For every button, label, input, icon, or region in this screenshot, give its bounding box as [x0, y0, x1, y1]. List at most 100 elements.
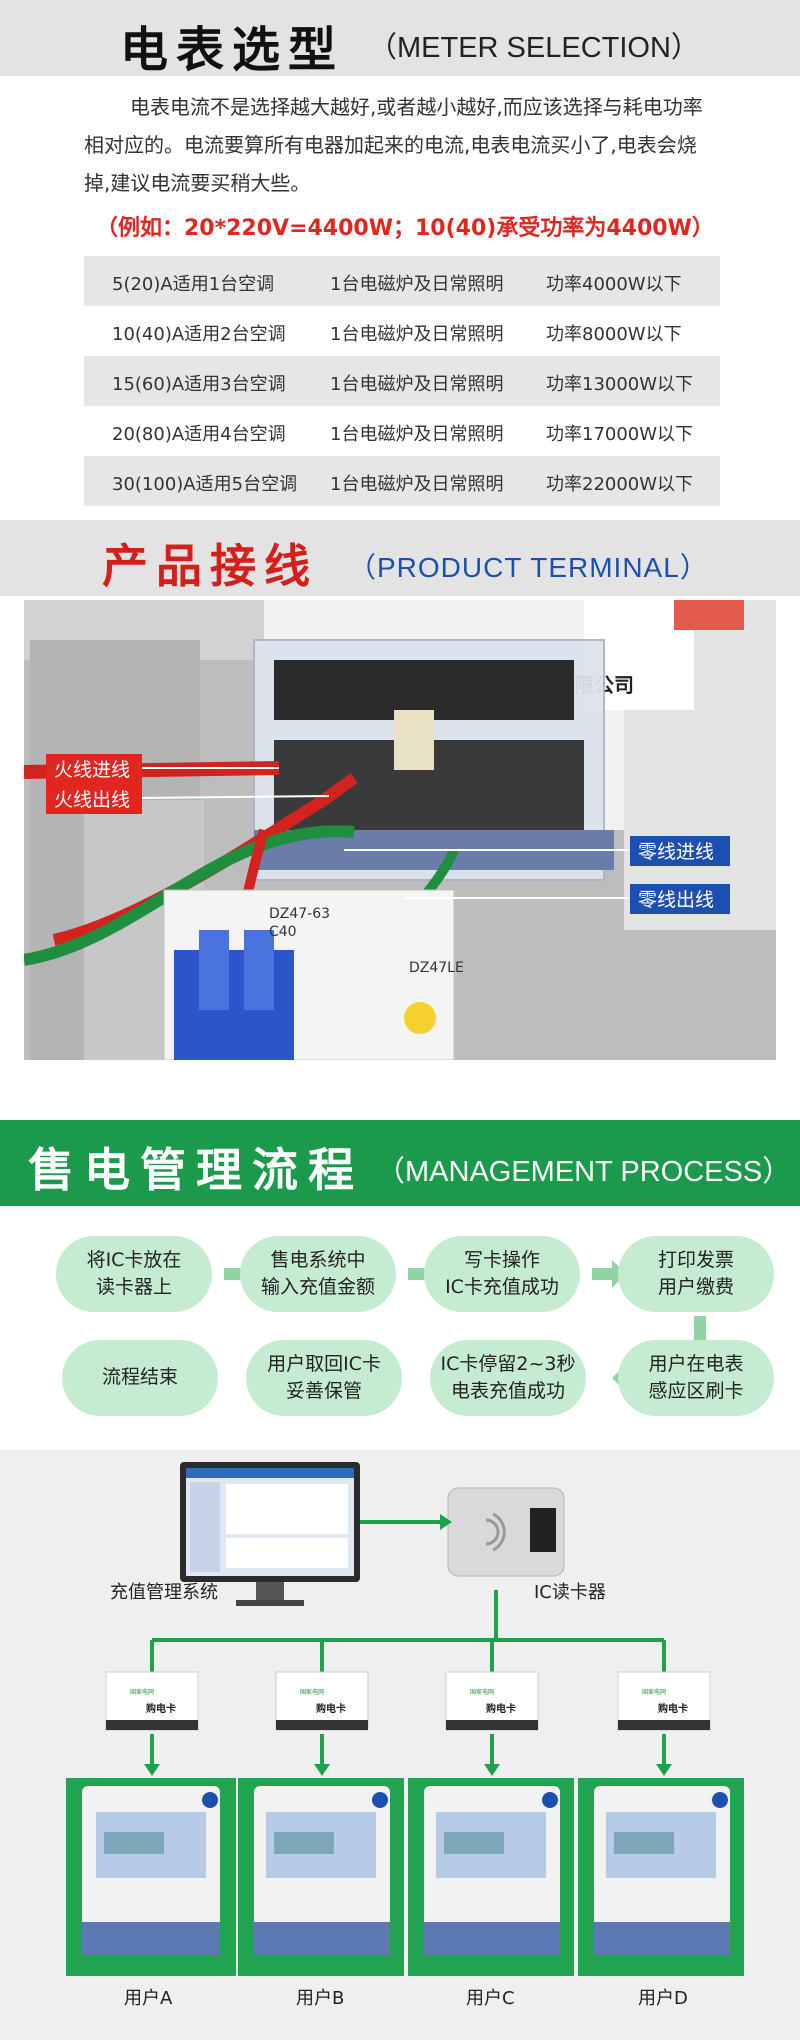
meter-indicator [202, 1792, 218, 1808]
live-in-label: 火线进线 [54, 759, 130, 781]
flow-step-line2: 用户缴费 [657, 1276, 734, 1298]
meter-terminals [424, 1922, 560, 1956]
wiring-photo: 技发展有限公司 DZ47-63 C40 DZ47LE 火线进线 火线出线 零线进… [24, 600, 776, 1060]
management-process-header: 售电管理流程 （MANAGEMENT PROCESS） [0, 1120, 800, 1206]
flow-step-3: 写卡操作 IC卡充值成功 [424, 1236, 580, 1312]
arrow-down-icon [484, 1764, 500, 1776]
breaker-switch-1 [199, 930, 229, 1010]
flow-step-line2: 电表充值成功 [450, 1380, 565, 1402]
table-row: 5(20)A适用1台空调 1台电磁炉及日常照明 功率4000W以下 [84, 256, 720, 306]
spec-current: 5(20)A适用1台空调 [112, 274, 275, 295]
terminal-seal [394, 710, 434, 770]
monitor-stand [256, 1582, 284, 1600]
user-a-label: 用户A [124, 1988, 173, 2009]
product-terminal-header: 产品接线 （PRODUCT TERMINAL） [0, 520, 800, 596]
flow-step-6: IC卡停留2~3秒 电表充值成功 [430, 1340, 586, 1416]
management-process-title-en: （MANAGEMENT PROCESS） [376, 1156, 792, 1188]
card-title: 购电卡 [486, 1702, 516, 1715]
table-row: 15(60)A适用3台空调 1台电磁炉及日常照明 功率13000W以下 [84, 356, 720, 406]
breaker-test-button [404, 1002, 436, 1034]
arrow-right-icon [592, 1260, 626, 1288]
monitor-base [236, 1600, 304, 1606]
spec-appliance: 1台电磁炉及日常照明 [330, 374, 504, 395]
breaker-switch-2 [244, 930, 274, 1010]
card-stripe [446, 1720, 538, 1730]
reader-label: IC读卡器 [534, 1582, 606, 1603]
flow-step-line1: 售电系统中 [270, 1249, 366, 1271]
breaker-handle [174, 950, 294, 1060]
meter-lcd [444, 1832, 504, 1854]
card-stripe [618, 1720, 710, 1730]
user-c-label: 用户C [466, 1988, 515, 2009]
arrow-right-icon [440, 1514, 452, 1530]
flow-step-line1: 打印发票 [657, 1249, 734, 1271]
card-stripe [276, 1720, 368, 1730]
spec-power: 功率8000W以下 [546, 324, 682, 345]
meter-selection-title-en: （METER SELECTION） [368, 32, 700, 64]
arrow-down-icon [656, 1764, 672, 1776]
spec-current: 10(40)A适用2台空调 [112, 324, 286, 345]
flow-step-line1: 写卡操作 [463, 1249, 540, 1271]
product-terminal-title-en: （PRODUCT TERMINAL） [348, 552, 709, 583]
management-process-title: 售电管理流程 [28, 1143, 364, 1197]
arrow-down-icon [144, 1764, 160, 1776]
screen-titlebar [186, 1468, 354, 1478]
neutral-in-wire [24, 825, 355, 966]
meter-c [408, 1778, 574, 1976]
spec-appliance: 1台电磁炉及日常照明 [330, 474, 504, 495]
flow-step-line2: IC卡充值成功 [445, 1276, 559, 1298]
live-out-label-bg [46, 784, 142, 814]
meter-spec-table: 5(20)A适用1台空调 1台电磁炉及日常照明 功率4000W以下 10(40)… [84, 256, 720, 506]
meter-d [578, 1778, 744, 1976]
contactless-icon [485, 1512, 506, 1552]
flow-step-5: 用户在电表 感应区刷卡 [618, 1340, 774, 1416]
card-brand: 国家电网 [470, 1688, 494, 1696]
meter-selection-intro: 电表电流不是选择越大越好,或者越小越好,而应该选择与耗电功率相对应的。电流要算所… [84, 95, 703, 195]
system-diagram: 国家电网 购电卡 国家电网 购电卡 国家电网 购电卡 国家电网 购电卡 [0, 1450, 800, 2040]
meter-lcd [274, 1832, 334, 1854]
spec-current: 30(100)A适用5台空调 [112, 474, 298, 495]
flow-step-4: 打印发票 用户缴费 [618, 1236, 774, 1312]
breaker-rating-text: C40 [269, 924, 297, 940]
card-brand: 国家电网 [642, 1688, 666, 1696]
spec-current: 15(60)A适用3台空调 [112, 374, 286, 395]
neutral-out-label: 零线出线 [638, 889, 714, 911]
breaker-le-text: DZ47LE [409, 960, 464, 976]
meter-a [66, 1778, 236, 1976]
screen-panel [226, 1484, 348, 1534]
flow-step-line1: 将IC卡放在 [86, 1249, 182, 1271]
flow-step-line1: 用户在电表 [648, 1353, 744, 1375]
spec-appliance: 1台电磁炉及日常照明 [330, 274, 504, 295]
table-row: 30(100)A适用5台空调 1台电磁炉及日常照明 功率22000W以下 [84, 456, 720, 506]
pc-label: 充值管理系统 [110, 1582, 218, 1603]
meter-lcd [614, 1832, 674, 1854]
flow-step-line1: IC卡停留2~3秒 [440, 1353, 576, 1375]
card-b: 国家电网 购电卡 [275, 1671, 369, 1731]
flow-step-line2: 感应区刷卡 [648, 1380, 744, 1402]
card-reader-display [530, 1508, 556, 1552]
flow-step-line1: 用户取回IC卡 [267, 1353, 381, 1375]
card-d: 国家电网 购电卡 [617, 1671, 711, 1731]
meter-red-strip [674, 600, 744, 630]
flow-step-line1: 流程结束 [101, 1366, 178, 1388]
card-title: 购电卡 [146, 1702, 176, 1715]
spec-appliance: 1台电磁炉及日常照明 [330, 424, 504, 445]
table-row: 20(80)A适用4台空调 1台电磁炉及日常照明 功率17000W以下 [84, 406, 720, 456]
meter-indicator [542, 1792, 558, 1808]
screen-panel [226, 1538, 348, 1568]
user-b-label: 用户B [296, 1988, 345, 2009]
flow-step-7: 用户取回IC卡 妥善保管 [246, 1340, 402, 1416]
product-terminal-title: 产品接线 [102, 539, 318, 593]
meter-selection-header: 电表选型 （METER SELECTION） [0, 0, 800, 78]
meter-terminals [254, 1922, 390, 1956]
meter-selection-example: （例如：20*220V=4400W；10(40)承受功率为4400W） [96, 216, 714, 241]
meter-selection-title: 电表选型 [120, 22, 345, 78]
spec-appliance: 1台电磁炉及日常照明 [330, 324, 504, 345]
meter-terminals [82, 1922, 220, 1956]
card-title: 购电卡 [316, 1702, 346, 1715]
meter-terminals [594, 1922, 730, 1956]
breaker-model-text: DZ47-63 [269, 906, 330, 922]
spec-power: 功率4000W以下 [546, 274, 682, 295]
meter-lcd [104, 1832, 164, 1854]
